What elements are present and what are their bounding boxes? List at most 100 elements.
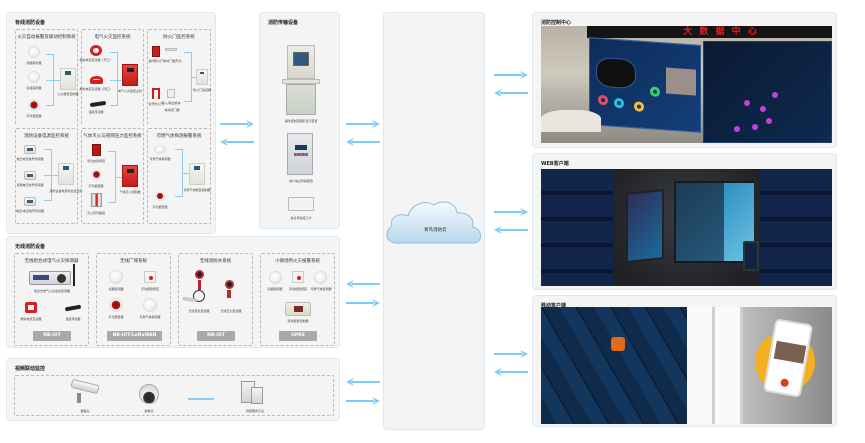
subsystem-title: 无线组合式电气火灾探测器: [24, 259, 79, 264]
io-module-icon: [167, 89, 175, 98]
connector-line: [175, 149, 183, 197]
device-label: 温度传感器: [65, 317, 81, 321]
arrow-left-icon: [494, 89, 528, 97]
subsystem-fire-door: 防火门监控系统 常闭防火门 一体式门磁开关 常开防火门 输入/输出模块 电动闭门…: [147, 29, 211, 128]
connector-line: [110, 80, 122, 81]
wired-devices-panel: 有线消防设备 火灾自动报警及联动控制系统 感烟探测器 感温探测器 声光报警器 火…: [6, 12, 216, 129]
video-monitoring-panel: 视频联动监控 摄像头 摄像头 视频服务平台: [6, 358, 340, 421]
device-label: 感烟探测器: [267, 287, 283, 291]
wireless-devices-panel: 无线消防设备 无线组合式电气火灾探测器 组合式电气火灾监控探测器 剩余电流互感器…: [6, 236, 340, 348]
control-center-panel: 消防控制中心 大 数 据 中 心: [532, 12, 837, 148]
dome-camera-icon: [139, 384, 159, 404]
protocol-badge: NB-IOT: [33, 331, 71, 341]
electrical-fire-host-icon: [122, 64, 138, 86]
device-label: 剩余电流互感器（闭口）: [79, 87, 113, 91]
device-label: 组合式电气火灾监控探测器: [33, 289, 71, 293]
bullet-camera-icon: [70, 378, 100, 395]
home-alarm-controller-icon: [285, 302, 311, 316]
power-monitor-controller-icon: [58, 163, 74, 185]
camera-mount-icon: [77, 393, 81, 403]
device-label: 火灾报警控制器: [57, 92, 79, 96]
cloud-icon: [386, 201, 481, 244]
connector-line: [110, 52, 118, 106]
transmission-devices-panel: 消防传输设备 消防控制室图形显示装置 用户信息传输装置 信息传输接口卡: [259, 12, 340, 229]
current-transformer-icon: [90, 45, 102, 56]
arrow-left-icon: [494, 368, 528, 376]
subsystem-combustible-gas: 可燃气体探测报警系统 可燃气体探测器 声光报警器 可燃气体报警控制器: [147, 128, 211, 224]
cloud-column: 青鸟消防云: [383, 12, 485, 430]
level-transmitter-icon: [195, 270, 204, 279]
dashboard-wall-right: [703, 41, 832, 143]
video-monitoring-title: 视频联动监控: [15, 366, 46, 372]
terminal-desk-icon: [282, 79, 320, 84]
pressure-transmitter-icon: [225, 280, 234, 289]
device-label: 可燃气体探测器: [139, 315, 161, 319]
device-label: 消防设备电源状态监控器: [49, 189, 83, 193]
web-client-screenshot: [541, 169, 832, 286]
connector-line: [116, 177, 122, 178]
device-label: 可燃气体报警控制器: [183, 188, 211, 192]
connector-line: [44, 175, 58, 176]
arrow-left-icon: [220, 138, 254, 146]
combined-detector-icon: [29, 271, 71, 285]
control-center-screenshot: 大 数 据 中 心: [541, 26, 832, 143]
protocol-badge: GPRS: [279, 331, 317, 341]
big-data-center-banner: 大 数 据 中 心: [683, 27, 759, 37]
device-label: 感烟探测器: [108, 287, 124, 291]
device-label: 输入/输出模块: [161, 101, 181, 105]
subsystem-power-monitor: 消防设备电源监控系统 电压电流信号传感器 双路电压信号传感器 电压/电流信号传感…: [15, 128, 83, 224]
smoke-detector-icon: [109, 270, 123, 284]
device-label: 视频服务平台: [245, 409, 265, 413]
device-label: 常闭防火门: [148, 59, 164, 63]
temperature-sensor-icon: [64, 304, 82, 312]
subsystem-title: 电气火灾监控系统: [94, 35, 131, 40]
control-center-title: 消防控制中心: [541, 20, 572, 26]
current-transformer-icon: [90, 76, 103, 84]
subsystem-title: 无线消防水系统: [199, 259, 232, 264]
monitor-large-icon: [674, 181, 754, 263]
level-transmitter-stem-icon: [198, 280, 201, 290]
antenna-icon: [73, 264, 75, 286]
device-label: 电压/电流信号传感器: [15, 209, 45, 213]
phone-icon: [743, 241, 759, 271]
device-label: 电动闭门器: [164, 108, 180, 112]
fire-alarm-controller-icon: [60, 68, 76, 90]
smoke-detector-icon: [28, 46, 40, 58]
app-wireframes: [687, 307, 743, 424]
arrow-right-icon: [494, 350, 528, 358]
terminal-cabinet-icon: [286, 84, 316, 115]
wired-devices-title: 有线消防设备: [15, 20, 46, 26]
web-client-title: WEB客户端: [541, 161, 569, 167]
device-label: 剩余电流互感器（开口）: [79, 58, 113, 62]
subsystem-wireless-water: 无线消防水系统 无线液位变送器 无线压力变送器 NB-IOT: [178, 253, 253, 346]
sounder-beacon-icon: [109, 298, 123, 312]
fire-door-icon: [152, 46, 160, 57]
arrow-right-icon: [494, 208, 528, 216]
device-label: 消防控制室图形显示装置: [284, 119, 318, 123]
arrow-right-icon: [220, 120, 254, 128]
gas-detector-icon: [314, 271, 327, 284]
device-label: 无线液位变送器: [188, 309, 210, 313]
subsystem-wireless-electrical: 无线组合式电气火灾探测器 组合式电气火灾监控探测器 剩余电流互感器 温度传感器 …: [14, 253, 89, 346]
monitor-small-icon: [626, 189, 664, 263]
voltage-current-sensor-icon: [24, 197, 36, 206]
graphic-display-terminal-icon: [287, 45, 315, 79]
gas-extinguishing-controller-icon: [122, 165, 138, 187]
subsystem-title: 消防设备电源监控系统: [24, 134, 69, 139]
mobile-client-panel: 移动客户端: [532, 295, 837, 427]
device-label: 手动报警按钮: [140, 287, 160, 291]
arrow-left-icon: [346, 280, 380, 288]
connector-line: [184, 52, 192, 102]
device-label: 用户信息传输装置: [288, 179, 314, 183]
sounder-beacon-icon: [28, 99, 40, 111]
device-label: 摄像头: [80, 409, 90, 413]
smoke-detector-icon: [269, 271, 282, 284]
subsystem-gas-extinguishing: 气体灭火与管网压力监控系统 紧急启停按钮 声光报警器 灭火药剂瓶组 气体灭火控制…: [81, 128, 144, 224]
manual-call-point-icon: [292, 271, 304, 283]
fire-app-icon: [611, 337, 625, 351]
voltage-sensor-icon: [24, 171, 36, 180]
dashboard-wall-left: [589, 37, 701, 133]
wireless-devices-title: 无线消防设备: [15, 244, 46, 250]
subsystem-wireless-wide-area: 无线广域系统 感烟探测器 手动报警按钮 声光报警器 可燃气体探测器 NB-IOT…: [96, 253, 171, 346]
subsystem-title: 可燃气体探测报警系统: [156, 134, 202, 139]
